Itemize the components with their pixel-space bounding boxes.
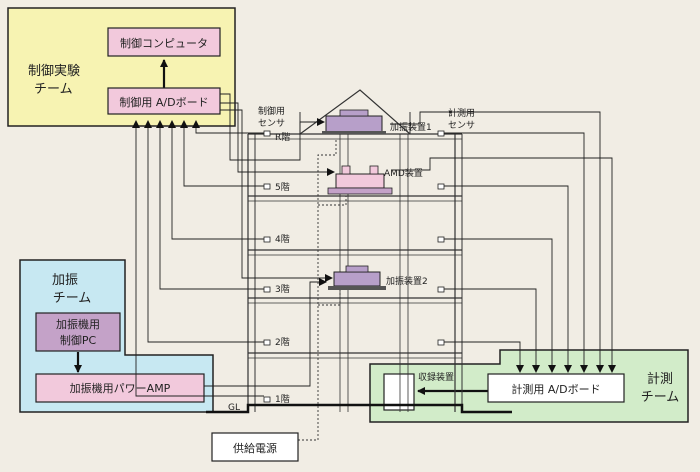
floor-label-5: 5階	[275, 182, 290, 193]
control-sensor-label-line2: センサ	[258, 118, 285, 129]
power-supply-wires	[298, 140, 347, 441]
control-sensor-label-line1: 制御用	[258, 105, 285, 117]
excitation-team-panel: 加振 チーム 加振機用 制御PC 加振機用パワーAMP	[19, 259, 214, 413]
control-sensor-wires	[132, 120, 264, 397]
measure-sensor-5	[437, 183, 445, 190]
measure-sensor-4	[437, 236, 445, 243]
measure-ad-board-label: 計測用 A/Dボード	[511, 382, 600, 396]
control-computer-label: 制御コンピュータ	[120, 36, 208, 50]
control-computer-box: 制御コンピュータ	[107, 27, 221, 57]
floor-label-3: 3階	[275, 284, 290, 295]
control-ad-board-label: 制御用 A/Dボード	[119, 95, 208, 109]
control-sensor-5	[263, 183, 271, 190]
power-supply-box: 供給電源	[211, 432, 299, 462]
exciter-1-label: 加振装置1	[390, 121, 432, 133]
measure-sensor-2	[437, 339, 445, 346]
control-team-title-line2: チーム	[34, 82, 73, 97]
measure-sensor-wires	[390, 111, 616, 373]
floor-label-2: 2階	[275, 337, 290, 348]
control-team-panel: 制御実験 チーム 制御コンピュータ 制御用 A/Dボード	[7, 7, 236, 127]
excitation-team-title-line1: 加振	[52, 273, 78, 288]
control-team-title-line1: 制御実験	[28, 63, 80, 79]
ground-line: GL	[206, 403, 512, 414]
excitation-pc-label-line2: 制御PC	[60, 333, 97, 347]
excitation-pc-label-line1: 加振機用	[56, 317, 100, 331]
measure-ad-board-box: 計測用 A/Dボード	[487, 373, 625, 403]
measurement-team-title-line2: チーム	[641, 390, 680, 405]
measure-sensor-label-line2: センサ	[448, 120, 475, 131]
control-sensor-4	[263, 236, 271, 243]
control-output-wires	[220, 93, 335, 282]
power-amp-box: 加振機用パワーAMP	[35, 373, 205, 403]
excitation-pc-box: 加振機用 制御PC	[35, 312, 121, 352]
exciter-1-device	[322, 109, 386, 134]
ground-label: GL	[228, 403, 240, 413]
recorder-label: 収録装置	[418, 371, 454, 383]
power-amp-label: 加振機用パワーAMP	[70, 381, 171, 395]
measurement-team-panel: 計測 チーム 収録装置 計測用 A/Dボード	[369, 349, 689, 423]
excitation-team-title-line2: チーム	[53, 291, 92, 306]
amd-device	[327, 165, 393, 195]
measure-sensor-r	[437, 130, 445, 137]
floor-label-r: R階	[275, 132, 290, 143]
control-sensor-3	[263, 286, 271, 293]
control-sensors	[263, 130, 271, 403]
exciter-2-device	[328, 265, 386, 290]
measure-sensors	[437, 130, 445, 346]
measurement-team-title-line1: 計測	[647, 371, 673, 387]
floor-label-1: 1階	[275, 394, 290, 405]
control-ad-board-box: 制御用 A/Dボード	[107, 87, 221, 115]
amd-label: AMD装置	[384, 167, 423, 179]
measure-sensor-label-line1: 計測用	[448, 107, 475, 119]
floor-label-4: 4階	[275, 234, 290, 245]
control-sensor-r	[263, 130, 271, 137]
control-sensor-1	[263, 396, 271, 403]
measure-sensor-3	[437, 286, 445, 293]
power-supply-label: 供給電源	[233, 441, 277, 455]
exciter-2-label: 加振装置2	[386, 275, 428, 287]
control-sensor-2	[263, 339, 271, 346]
